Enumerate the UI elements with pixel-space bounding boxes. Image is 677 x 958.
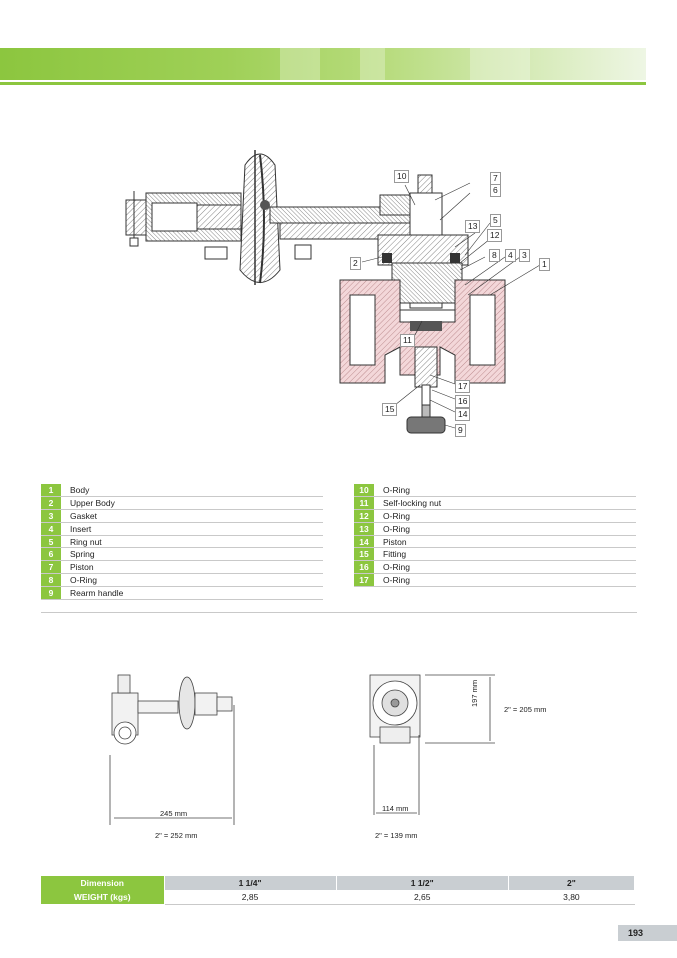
part-row: 9 Rearm handle [41,587,323,601]
part-name: Self-locking nut [383,497,442,508]
dimension-drawings: 245 mm 2" = 252 mm 114 mm 2" = 139 mm 19… [100,665,600,845]
callout-14: 14 [455,408,471,421]
part-row: 11 Self-locking nut [354,496,636,510]
part-name: Upper Body [70,497,115,508]
part-number: 10 [354,484,374,496]
part-number: 3 [41,509,61,522]
size-header: 1 1/2" [336,876,509,890]
dimension-width-label: 245 mm [160,809,188,818]
part-row: 10 O-Ring [354,484,636,497]
size-header: 1 1/4" [164,876,337,890]
callout-17: 17 [455,380,471,393]
dimension-header: Dimension [41,876,165,890]
part-name: Gasket [70,510,97,521]
part-row: 14 Piston [354,535,636,549]
weight-table: Dimension 1 1/4" 1 1/2" 2" WEIGHT (kgs) … [41,876,636,905]
part-number: 5 [41,535,61,548]
weight-value: 2,85 [164,890,337,905]
size-header: 2" [508,876,636,890]
part-row: 3 Gasket [41,509,323,523]
part-name: Fitting [383,549,407,560]
dimension-height-2in-label: 2" = 205 mm [504,705,547,714]
section-divider [41,612,637,613]
part-number: 7 [41,561,61,574]
part-number: 15 [354,548,374,561]
callout-4: 4 [505,249,516,262]
callout-3: 3 [519,249,530,262]
part-row: 7 Piston [41,561,323,575]
part-row: 8 O-Ring [41,574,323,588]
part-row: 15 Fitting [354,548,636,562]
callout-1: 1 [539,258,550,271]
part-name: Spring [70,549,95,560]
dimension-depth-2in-label: 2" = 139 mm [375,831,418,840]
callout-2: 2 [350,257,361,270]
part-name: O-Ring [383,562,410,573]
part-row: 16 O-Ring [354,561,636,575]
callout-11: 11 [400,334,415,347]
callout-6: 6 [490,184,501,197]
weight-table-row: WEIGHT (kgs) 2,85 2,65 3,80 [41,890,636,905]
part-row: 12 O-Ring [354,509,636,523]
part-row: 2 Upper Body [41,496,323,510]
part-name: O-Ring [70,575,97,586]
weight-value: 3,80 [508,890,636,905]
dimension-width-2in-label: 2" = 252 mm [155,831,198,840]
part-number: 13 [354,522,374,535]
callout-5: 5 [490,214,501,227]
part-number: 16 [354,561,374,574]
weight-row-label: WEIGHT (kgs) [41,890,165,904]
callout-9: 9 [455,424,466,437]
dimension-depth-label: 114 mm [382,804,409,813]
part-row: 4 Insert [41,522,323,536]
part-name: O-Ring [383,485,410,495]
part-number: 14 [354,535,374,548]
part-name: Insert [70,523,92,534]
header-streak [360,48,385,80]
valve-section-svg [125,150,541,434]
part-name: O-Ring [383,510,410,521]
part-number: 4 [41,522,61,535]
part-name: Body [70,485,90,495]
callout-12: 12 [487,229,503,242]
valve-section-drawing: 10 7 6 13 5 12 8 4 3 1 2 11 17 16 15 14 … [110,135,570,445]
weight-table-header-row: Dimension 1 1/4" 1 1/2" 2" [41,876,636,890]
callout-16: 16 [455,395,471,408]
part-row: 6 Spring [41,548,323,562]
header-streak [470,48,530,80]
part-name: Rearm handle [70,588,124,599]
header-band [0,48,646,80]
part-name: O-Ring [383,575,410,586]
dimension-svg [109,674,495,825]
callout-13: 13 [465,220,481,233]
part-name: Ring nut [70,536,102,547]
dimension-height-label: 197 mm [470,679,479,707]
callout-15: 15 [382,403,398,416]
part-number: 1 [41,484,61,496]
part-number: 11 [354,496,374,509]
parts-list-left: 1 Body 2 Upper Body 3 Gasket 4 Insert 5 Ring … [41,484,323,601]
part-number: 9 [41,587,61,600]
part-number: 6 [41,548,61,561]
part-row: 17 O-Ring [354,574,636,588]
page-number: 193 [618,925,677,941]
callout-8: 8 [489,249,500,262]
part-number: 17 [354,574,374,587]
part-number: 2 [41,496,61,509]
callout-10: 10 [394,170,410,183]
part-name: Piston [383,536,407,547]
part-name: O-Ring [383,523,410,534]
header-rule [0,82,646,85]
header-streak [280,48,320,80]
part-number: 8 [41,574,61,587]
part-row: 5 Ring nut [41,535,323,549]
part-row: 13 O-Ring [354,522,636,536]
part-number: 12 [354,509,374,522]
part-name: Piston [70,562,94,573]
part-row: 1 Body [41,484,323,497]
weight-value: 2,65 [336,890,509,905]
